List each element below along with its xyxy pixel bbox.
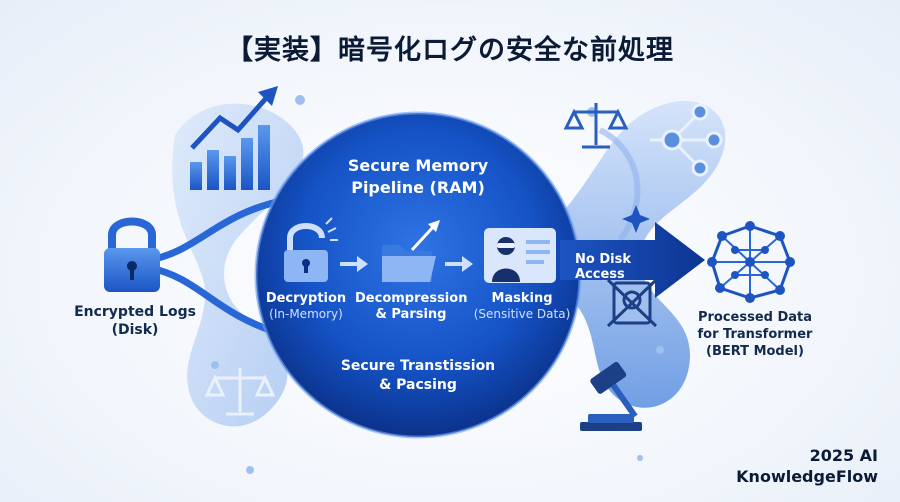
step-decompression-line1: Decompression	[355, 291, 468, 306]
step-decryption-label: Decryption	[265, 291, 347, 306]
brand-line2: KnowledgeFlow	[736, 467, 878, 487]
no-disk-icon	[606, 278, 658, 328]
left-wave-blob	[172, 103, 304, 427]
connector-curve-lower	[146, 264, 289, 339]
input-label-line1: Encrypted Logs	[74, 304, 196, 320]
pipeline-footer-line1: Secure Transtission	[340, 358, 496, 374]
step-arrow-1	[340, 256, 368, 272]
bar-chart-trend-icon	[190, 86, 278, 190]
step-arrow-2	[445, 256, 473, 272]
pipeline-title-line2: Pipeline (RAM)	[351, 178, 485, 198]
output-label: Processed Data for Transformer (BERT Mod…	[690, 310, 820, 361]
step-masking: Masking (Sensitive Data)	[468, 291, 576, 321]
input-label: Encrypted Logs (Disk)	[60, 304, 210, 339]
folder-icon	[382, 220, 440, 282]
brand-line1: 2025 AI	[809, 446, 878, 466]
step-masking-sub: (Sensitive Data)	[473, 307, 571, 322]
no-disk-access-label: No Disk Access	[575, 252, 631, 282]
neural-network-icon	[707, 221, 795, 303]
no-disk-arrow	[560, 222, 705, 298]
output-label-line2: for Transformer	[697, 326, 813, 342]
scales-icon-left	[204, 368, 276, 416]
step-masking-label: Masking	[491, 291, 553, 306]
network-graph-icon	[650, 103, 723, 177]
pipeline-footer-line2: & Pacsing	[379, 376, 457, 393]
pipeline-footer: Secure Transtission & Pacsing	[328, 357, 508, 395]
step-decompression-line2: & Parsing	[375, 307, 447, 323]
step-decryption: Decryption (In-Memory)	[256, 291, 356, 321]
masked-person-card-icon	[484, 228, 556, 283]
pipeline-title: Secure Memory Pipeline (RAM)	[318, 155, 518, 200]
connector-curve-upper	[146, 196, 289, 264]
input-label-line2: (Disk)	[111, 321, 159, 338]
output-label-line1: Processed Data	[697, 310, 813, 325]
unlock-icon	[284, 217, 338, 282]
lock-icon	[104, 217, 160, 292]
pipeline-title-line1: Secure Memory	[347, 156, 489, 175]
page-title: 【実装】暗号化ログの安全な前処理	[226, 35, 674, 66]
gavel-icon	[580, 361, 642, 431]
step-decompression: Decompression & Parsing	[355, 291, 467, 324]
output-label-line3: (BERT Model)	[706, 343, 804, 359]
scales-icon-right	[563, 103, 629, 149]
brand-label: 2025 AI KnowledgeFlow	[736, 446, 878, 488]
step-decryption-sub: (In-Memory)	[269, 307, 343, 322]
sparkle-icon	[622, 205, 650, 233]
